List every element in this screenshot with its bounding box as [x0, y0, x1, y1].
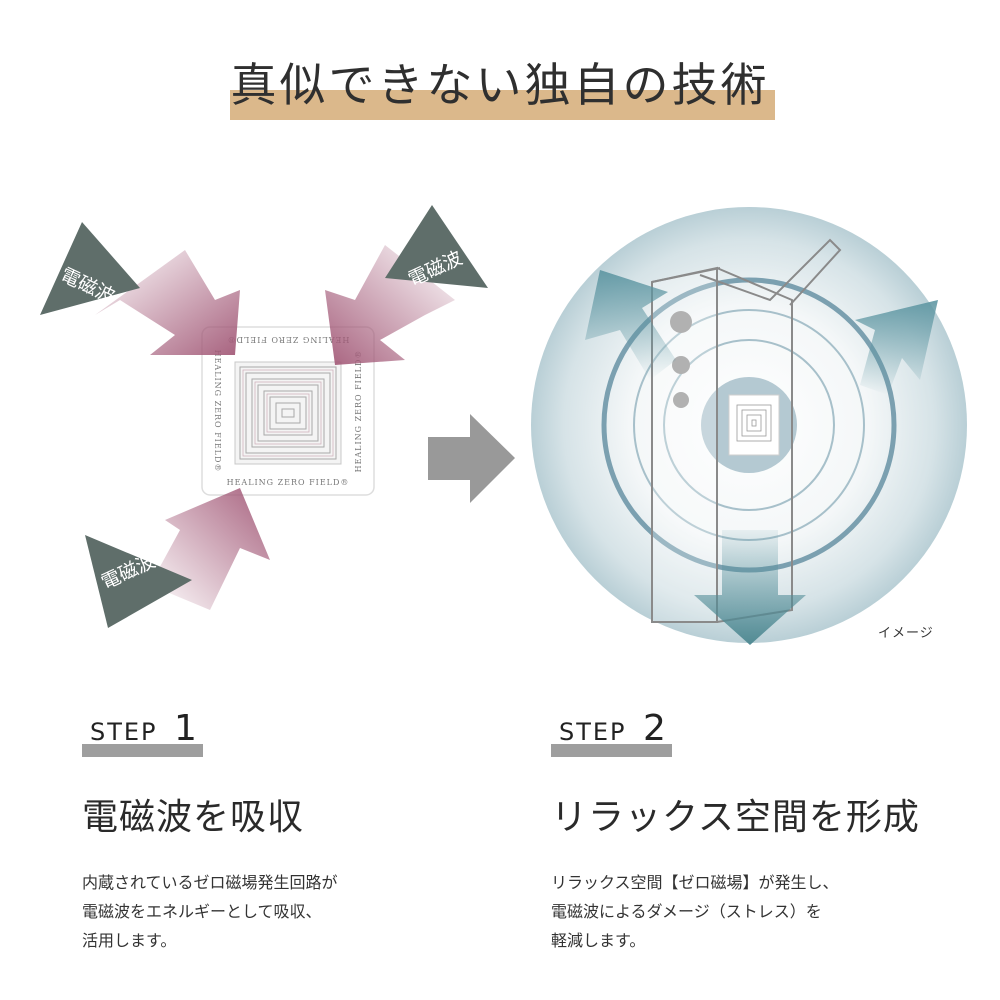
phone-button	[670, 311, 692, 333]
heading-band	[230, 90, 775, 120]
emw-tag-top-right: 電磁波	[385, 205, 488, 291]
step-word: STEP	[559, 718, 627, 746]
step-body: リラックス空間【ゼロ磁場】が発生し、 電磁波によるダメージ（ストレス）を 軽減し…	[551, 868, 839, 955]
step-word: STEP	[90, 718, 158, 746]
phone-button	[672, 356, 690, 374]
step-body-line: 軽減します。	[551, 931, 646, 950]
card-text-right: HEALING ZERO FIELD®	[354, 350, 363, 473]
card-text-left: HEALING ZERO FIELD®	[213, 350, 222, 473]
card-text-top: HEALING ZERO FIELD®	[227, 335, 350, 344]
step-underline	[551, 744, 672, 757]
step-title: リラックス空間を形成	[551, 797, 920, 838]
page-title: 真似できない独自の技術	[230, 58, 770, 112]
teal-arrow-up-right	[855, 300, 938, 395]
card-text-bottom: HEALING ZERO FIELD®	[227, 478, 350, 487]
heading: 真似できない独自の技術	[0, 55, 1000, 125]
diagram: HEALING ZERO FIELD® HEALING ZERO FIELD® …	[40, 205, 967, 645]
phone-button	[673, 392, 689, 408]
step-body-line: 内蔵されているゼロ磁場発生回路が	[82, 873, 338, 892]
right-arrow-icon	[428, 414, 515, 503]
image-note: イメージ	[878, 626, 934, 641]
step-title: 電磁波を吸収	[82, 797, 305, 838]
emw-tag-top-left: 電磁波	[40, 222, 140, 315]
step-number: 2	[643, 708, 666, 749]
step-2: STEP 2 リラックス空間を形成 リラックス空間【ゼロ磁場】が発生し、 電磁波…	[551, 708, 971, 956]
emw-arrow-top-left	[95, 250, 240, 355]
step-body: 内蔵されているゼロ磁場発生回路が 電磁波をエネルギーとして吸収、 活用します。	[82, 868, 338, 955]
step-body-line: リラックス空間【ゼロ磁場】が発生し、	[551, 873, 839, 892]
teal-arrow-up-left	[585, 270, 676, 380]
step-label: STEP 2	[551, 708, 971, 757]
step-body-line: 活用します。	[82, 931, 177, 950]
emw-tag-bottom-left: 電磁波	[85, 535, 192, 628]
zero-field-card	[201, 326, 375, 496]
step-1: STEP 1 電磁波を吸収 内蔵されているゼロ磁場発生回路が 電磁波をエネルギー…	[82, 708, 482, 956]
teal-arrow-down	[694, 530, 806, 645]
small-zero-field-card	[728, 394, 780, 456]
step-body-line: 電磁波をエネルギーとして吸収、	[82, 902, 322, 921]
step-underline	[82, 744, 203, 757]
step-label: STEP 1	[82, 708, 482, 757]
step-body-line: 電磁波によるダメージ（ストレス）を	[551, 902, 822, 921]
step-number: 1	[174, 708, 197, 749]
